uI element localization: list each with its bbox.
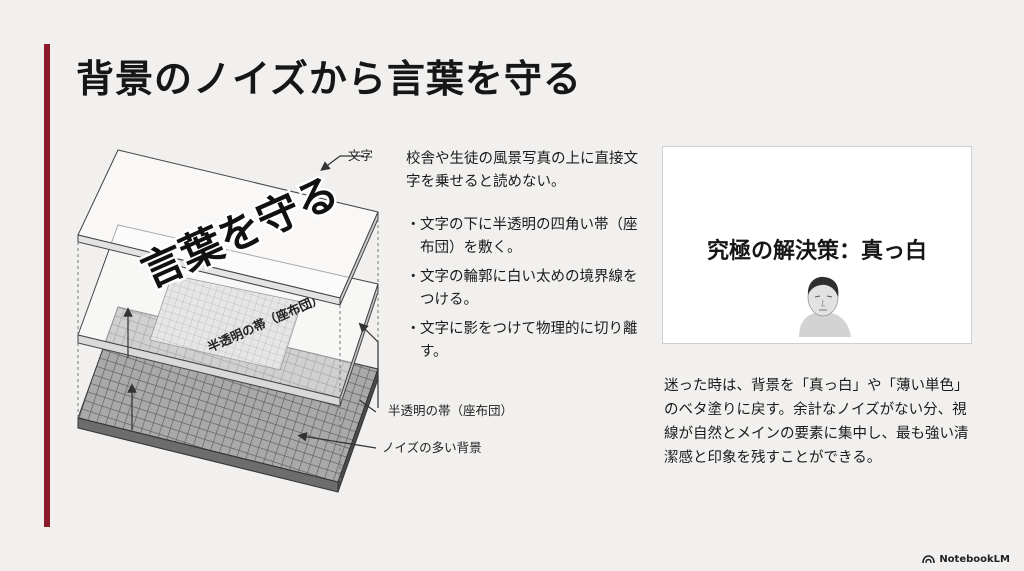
pointer-arrow-icon (297, 432, 377, 449)
pointer-arrow-icon (320, 155, 341, 171)
bullet-text: 文字に影をつけて物理的に切り離す。 (420, 321, 638, 360)
bullet-item: ・文字の輪郭に白い太めの境界線をつける。 (406, 266, 638, 312)
label-noisy-background: ノイズの多い背景 (382, 440, 482, 455)
intro-text: 校舎や生徒の風景写真の上に直接文字を乗せると読めない。 (406, 151, 638, 190)
pointer-arrow-icon (358, 322, 379, 408)
bullet-list: ・文字の下に半透明の四角い帯（座布団）を敷く。 ・文字の輪郭に白い太めの境界線を… (406, 214, 638, 364)
problem-points: 校舎や生徒の風景写真の上に直接文字を乗せると読めない。 ・文字の下に半透明の四角… (406, 148, 638, 370)
accent-bar (44, 44, 50, 527)
layer-guides (77, 219, 379, 482)
label-text: 文字 (348, 148, 373, 163)
brand-footer: NotebookLM (922, 554, 1010, 565)
notebooklm-icon (922, 555, 936, 564)
brand-label: NotebookLM (939, 554, 1010, 565)
layer-diagram-svg: 半透明の帯（座布団） 言葉を守る 文字 半透明の帯（座布団） ノイズ (77, 148, 513, 493)
page-title: 背景のノイズから言葉を守る (76, 57, 582, 101)
bullet-item: ・文字に影をつけて物理的に切り離す。 (406, 318, 638, 364)
label-translucent-band: 半透明の帯（座布団） (388, 403, 513, 418)
pointer-arrow-icon (359, 399, 377, 413)
layer-diagram: 半透明の帯（座布団） 言葉を守る 文字 半透明の帯（座布団） ノイズ (40, 130, 600, 500)
bullet-item: ・文字の下に半透明の四角い帯（座布団）を敷く。 (406, 214, 638, 260)
thinking-face-icon (799, 276, 851, 337)
solution-card: 究極の解決策：真っ白 (662, 146, 972, 344)
translucent-band-layer: 半透明の帯（座布団） (77, 224, 379, 407)
text-layer: 言葉を守る (77, 149, 379, 306)
bullet-dot: ・ (406, 217, 421, 233)
bullet-dot: ・ (406, 269, 421, 285)
solution-title: 究極の解決策：真っ白 (706, 239, 927, 264)
bullet-text: 文字の下に半透明の四角い帯（座布団）を敷く。 (420, 217, 638, 256)
solution-text: 迷った時は、背景を「真っ白」や「薄い単色」のベタ塗りに戻す。余計なノイズがない分… (664, 378, 969, 466)
bullet-dot: ・ (406, 321, 421, 337)
bullet-text: 文字の輪郭に白い太めの境界線をつける。 (420, 269, 638, 308)
